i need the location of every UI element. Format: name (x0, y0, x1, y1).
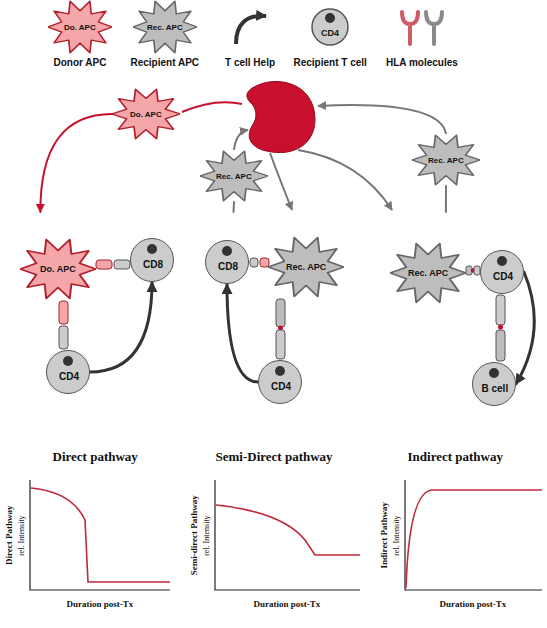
nucleus (275, 366, 285, 376)
antigen-presenting-cell: Rec. APC (412, 134, 480, 186)
cell-label: CD8 (143, 259, 163, 271)
cell-label: B cell (482, 383, 509, 395)
icon-label: CD4 (321, 28, 339, 38)
antigen-presenting-cell: Rec. APC (390, 242, 466, 304)
legend-label: Recipient APC (131, 57, 200, 69)
lymph-node-outline (364, 212, 546, 452)
t-cell: CD8 (130, 238, 174, 282)
migration-arrow (445, 186, 447, 212)
axis-label: Indirect Pathway (379, 502, 389, 569)
antigen-presenting-cell: Do. APC (112, 88, 180, 140)
cell-label: Rec. APC (216, 172, 252, 181)
legend-label: Recipient T cell (294, 57, 367, 69)
lymph-node: Direct pathway Do. APC CD8CD4 (4, 212, 186, 468)
antigen-presenting-cell: Rec. APC (268, 236, 344, 298)
axis-label: Duration post-Tx (67, 599, 134, 609)
cell-label: Do. APC (130, 110, 162, 119)
t-cell: CD4 (46, 350, 90, 394)
cell-label: Rec. APC (286, 262, 326, 272)
t-cell-help-arrow (516, 272, 534, 384)
axis-label: rel. Intensity (392, 515, 401, 555)
nucleus (325, 13, 335, 23)
cell-label: Rec. APC (408, 268, 448, 278)
icon-label: Do. APC (64, 23, 96, 32)
axis-label: Semi-direct Pathway (189, 495, 199, 575)
axis-label: rel. Intensity (17, 515, 26, 555)
antigen-presenting-cell: Rec. APC (200, 150, 268, 202)
donor-apc-icon (48, 1, 112, 52)
migration-line (182, 102, 242, 112)
chart-axes (30, 480, 542, 590)
chart-curves (31, 488, 542, 588)
cell-label: CD8 (218, 261, 238, 273)
pathway-label: Direct pathway (53, 450, 138, 465)
icon-label: Rec. APC (147, 23, 183, 32)
migration-arrow (40, 114, 112, 212)
t-cell: CD4 (480, 250, 524, 294)
axis-label: Direct Pathway (4, 505, 14, 565)
axis-label: rel. Intensity (202, 515, 211, 555)
t-cell-help-arrow (227, 284, 258, 382)
nucleus (497, 256, 507, 266)
legend-label: T cell Help (225, 57, 275, 69)
migration-arrow (318, 105, 446, 134)
lymph-node: Semi-Direct pathway CD8 Rec. APC CD4 (182, 212, 366, 468)
nucleus (489, 368, 499, 378)
nucleus (147, 244, 157, 254)
legend-label: Donor APC (54, 57, 107, 69)
hla-icon (402, 12, 442, 44)
recipient-apc-icon (133, 1, 197, 52)
lymph-node: Indirect pathway Rec. APC CD4 B cell (364, 212, 546, 468)
cell-label: CD4 (59, 371, 79, 383)
t-cell-help-arrow (90, 282, 152, 372)
cell-label: Rec. APC (428, 156, 464, 165)
t-cell: B cell (472, 362, 516, 406)
help-arrow-icon (236, 16, 266, 44)
antigen-arrow (298, 150, 392, 210)
nucleus (63, 356, 73, 366)
t-cell-icon (312, 9, 348, 45)
cell-label: Do. APC (40, 264, 76, 274)
nucleus (222, 246, 232, 256)
t-cell: CD8 (205, 240, 249, 284)
pathway-label: Indirect pathway (408, 450, 503, 465)
legend-label: HLA molecules (386, 57, 458, 69)
kidney (247, 81, 315, 152)
pathway-label: Semi-Direct pathway (216, 450, 333, 465)
hla-contacts (59, 258, 505, 361)
antigen-arrow (270, 153, 292, 210)
cell-label: CD4 (271, 381, 291, 393)
migration-arrow (234, 130, 248, 150)
t-cell: CD4 (258, 360, 302, 404)
axis-label: Duration post-Tx (254, 599, 321, 609)
axis-label: Duration post-Tx (440, 599, 507, 609)
antigen-presenting-cell: Do. APC (20, 238, 96, 300)
migration-arrow (233, 202, 235, 212)
cell-label: CD4 (493, 271, 513, 283)
